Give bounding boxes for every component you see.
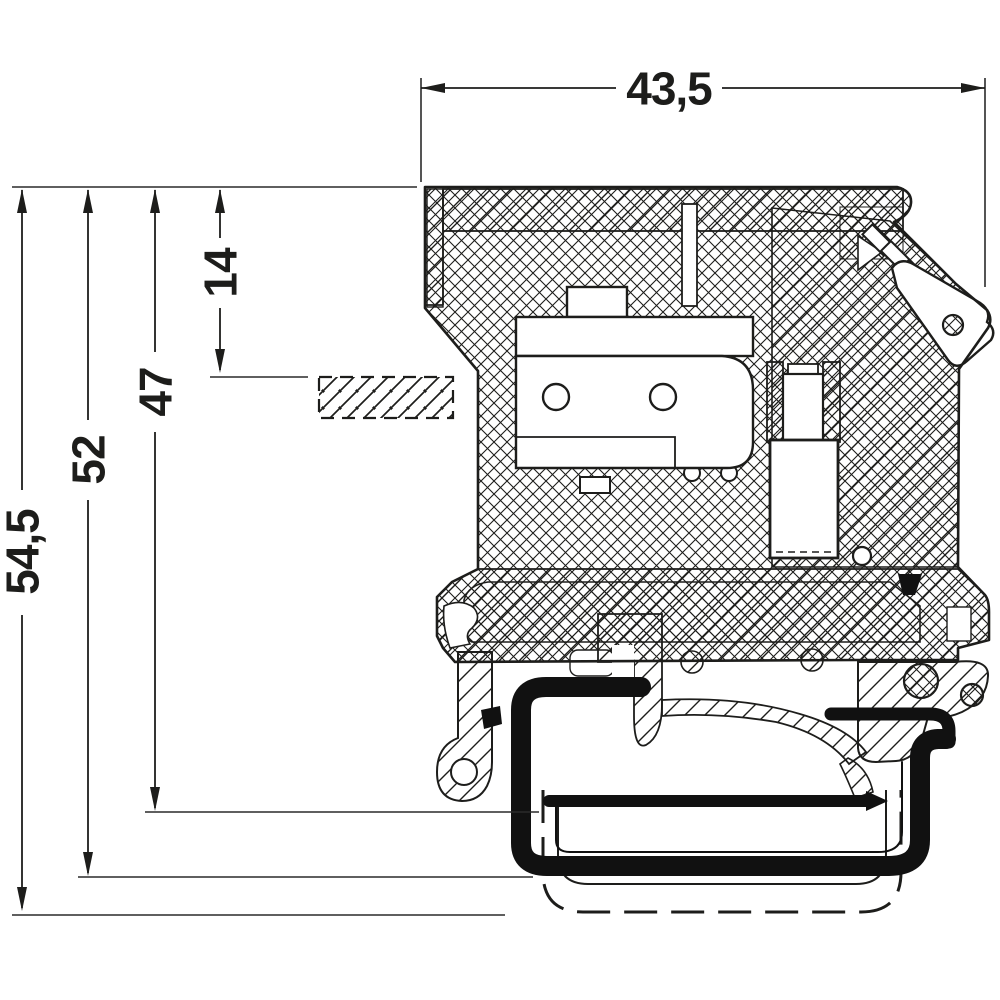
- rail-clamp-spring: [597, 613, 874, 799]
- arrowhead-right-icon: [961, 83, 985, 93]
- dimension-upper-height: 47: [130, 189, 182, 811]
- foot-right-detent: [898, 574, 922, 595]
- switch-top-plate: [514, 315, 755, 358]
- rail-clip-main: [511, 677, 956, 876]
- foot-left-detent: [481, 706, 502, 729]
- right-wing-pocket: [946, 606, 972, 642]
- arrowhead-down-icon: [150, 787, 160, 811]
- foot-right-hole-large: [902, 662, 940, 700]
- dim-label-rail-bottom: 52: [63, 435, 115, 484]
- arrowhead-up-icon: [83, 189, 93, 213]
- microswitch: [514, 203, 755, 494]
- dim-label-width: 43,5: [626, 63, 712, 115]
- plunger-guide-right: [822, 361, 841, 443]
- pivot-dot: [851, 545, 873, 567]
- dimension-rail-bottom-height: 52: [63, 189, 115, 876]
- rail-hook-top: [824, 707, 956, 749]
- switch-hole-left: [541, 382, 571, 412]
- switch-button: [565, 285, 629, 319]
- foot-right-hole-small: [959, 682, 985, 708]
- right-notch-wedge: [857, 234, 884, 272]
- switch-body: [514, 354, 755, 470]
- foot-left-body: [435, 651, 493, 803]
- arrowhead-up-icon: [150, 189, 160, 213]
- spring-slot: [612, 645, 634, 683]
- housing-outline: [423, 185, 992, 664]
- switch-pin: [579, 476, 611, 494]
- dimension-entry-height: 14: [195, 189, 247, 373]
- dimension-width-top: 43,5: [421, 63, 985, 115]
- left-wall-band: [426, 188, 444, 308]
- arrowhead-down-icon: [17, 887, 27, 911]
- left-wing-pocket: [442, 601, 479, 649]
- arrowhead-left-icon: [421, 83, 445, 93]
- foot-left-hole: [450, 758, 478, 786]
- lever-hole: [941, 313, 965, 337]
- rail-inner-outline: [555, 761, 903, 853]
- ghost-dashed: [541, 790, 903, 914]
- switch-hole-right: [648, 382, 678, 412]
- switch-slot: [681, 203, 698, 307]
- plunger-assembly: [766, 361, 873, 567]
- arrowhead-up-icon: [215, 189, 225, 213]
- switch-inner-line: [516, 436, 676, 468]
- plunger-stem: [781, 372, 825, 444]
- screw-clamp: [861, 223, 995, 367]
- dim-label-upper-height: 47: [130, 367, 182, 416]
- cable-marker: [317, 375, 455, 420]
- arrowhead-down-icon: [83, 852, 93, 876]
- dim-label-total-height: 54,5: [0, 509, 49, 595]
- extension-lines: [12, 78, 986, 916]
- flange-crosshatch-core: [463, 581, 921, 643]
- rail-flange-tip: [866, 791, 888, 811]
- mounting-foot-left: [435, 651, 502, 803]
- wire-lever: [890, 260, 995, 367]
- plunger-guide-left: [766, 361, 784, 443]
- din-rail: [511, 677, 956, 876]
- dimension-total-height: 54,5: [0, 189, 49, 911]
- plunger-body: [768, 438, 840, 560]
- arrowhead-up-icon: [17, 189, 27, 213]
- dim-label-entry-height: 14: [195, 247, 247, 298]
- arrowhead-down-icon: [215, 349, 225, 373]
